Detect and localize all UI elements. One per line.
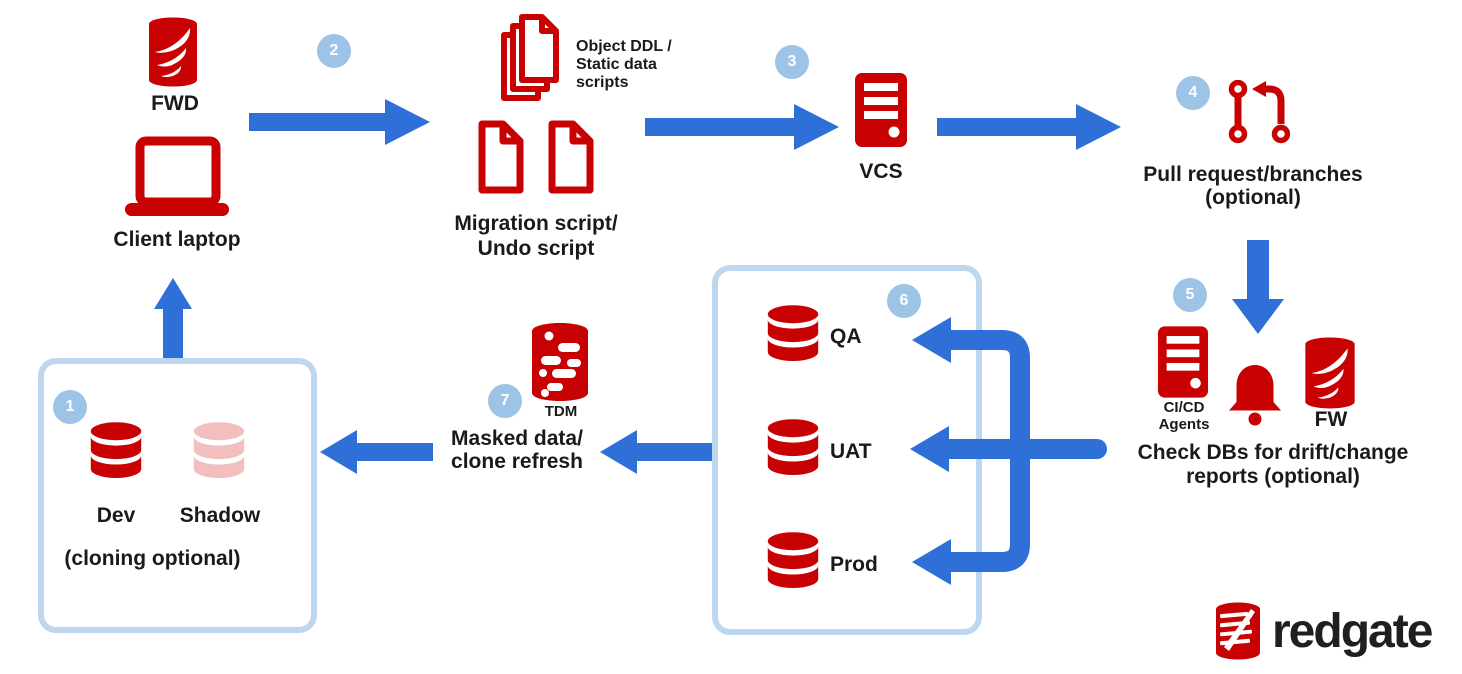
client-laptop-label: Client laptop [113, 228, 241, 251]
flyway-database-icon [1302, 336, 1358, 410]
shadow-label: Shadow [179, 504, 261, 527]
object-ddl-line3: scripts [576, 74, 629, 91]
git-pull-request-icon [1228, 79, 1291, 144]
fw-label: FW [1314, 408, 1348, 431]
check-dbs-label: Check DBs for drift/change reports (opti… [1093, 441, 1453, 489]
masked-database-icon [527, 321, 593, 403]
masked-data-label: Masked data/ clone refresh [422, 427, 612, 473]
object-ddl-line2: Static data [576, 56, 657, 73]
masked-data-line1: Masked data/ [451, 427, 583, 450]
arrow-masked-to-dev [320, 430, 433, 474]
check-dbs-line2: reports (optional) [1186, 465, 1360, 488]
step-badge-4: 4 [1176, 76, 1210, 110]
laptop-icon [125, 136, 229, 218]
step-badge-5: 5 [1173, 278, 1207, 312]
migration-line2: Undo script [477, 237, 595, 260]
pull-request-label: Pull request/branches (optional) [1133, 163, 1373, 209]
arrow-step3 [645, 104, 839, 150]
cicd-agents-label: CI/CD Agents [1144, 399, 1224, 433]
cicd-line2: Agents [1158, 416, 1210, 433]
cloning-optional-label: (cloning optional) [64, 547, 241, 570]
arrow-step5-down [1232, 240, 1284, 334]
step-badge-7: 7 [488, 384, 522, 418]
pull-request-line2: (optional) [1205, 186, 1301, 209]
object-ddl-line1: Object DDL / [576, 38, 672, 55]
step-badge-2: 2 [317, 34, 351, 68]
document-stack-icon [500, 10, 572, 102]
step-badge-3: 3 [775, 45, 809, 79]
vcs-label: VCS [859, 160, 903, 183]
cicd-line1: CI/CD [1163, 399, 1205, 416]
migration-script-label: Migration script/ Undo script [430, 211, 642, 261]
database-icon-shadow [192, 419, 246, 483]
fwd-label: FWD [151, 92, 199, 115]
database-icon [766, 529, 820, 593]
arrow-step2 [249, 99, 430, 145]
masked-data-line2: clone refresh [451, 450, 583, 473]
pull-request-line1: Pull request/branches [1143, 163, 1363, 186]
database-icon [89, 419, 143, 483]
object-ddl-label: Object DDL / Static data scripts [576, 38, 706, 92]
redgate-logo-icon [1213, 601, 1263, 661]
redgate-logo-text: redgate [1272, 605, 1433, 658]
server-icon [1157, 325, 1209, 399]
qa-label: QA [830, 325, 862, 348]
step-badge-6: 6 [887, 284, 921, 318]
flyway-database-icon [146, 16, 200, 88]
document-icon [478, 120, 524, 194]
check-dbs-line1: Check DBs for drift/change [1137, 441, 1409, 464]
tdm-label: TDM [544, 403, 578, 420]
document-icon [548, 120, 594, 194]
bell-icon [1226, 362, 1284, 428]
step-badge-1: 1 [53, 390, 87, 424]
uat-label: UAT [830, 440, 872, 463]
migration-line1: Migration script/ [454, 212, 618, 235]
database-icon [766, 302, 820, 366]
prod-label: Prod [830, 553, 878, 576]
database-icon [766, 416, 820, 480]
arrow-box-to-masked [600, 430, 712, 474]
server-icon [854, 72, 908, 148]
arrow-dev-to-laptop [154, 278, 192, 358]
arrow-step4 [937, 104, 1121, 150]
dev-label: Dev [96, 504, 136, 527]
